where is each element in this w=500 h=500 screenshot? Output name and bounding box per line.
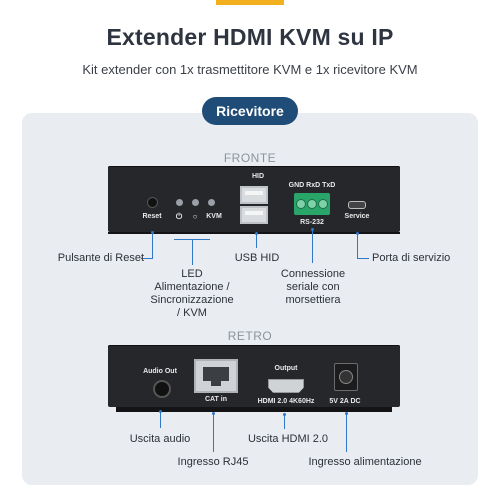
usb-callout: USB HID	[234, 252, 280, 264]
back-device-base	[116, 407, 392, 412]
leader-line	[357, 258, 369, 259]
hdmi-callout: Uscita HDMI 2.0	[247, 433, 329, 445]
power-symbol-icon: ⏻	[175, 212, 183, 221]
led-callout: LED Alimentazione / Sincronizzazione / K…	[150, 268, 234, 319]
rj45-tab	[211, 381, 221, 386]
hdmi-port	[268, 379, 304, 393]
rj45-opening	[203, 367, 229, 381]
leader-line	[357, 234, 358, 258]
serial-callout: Connessione seriale con morsettiera	[280, 268, 346, 306]
leader-dot	[311, 228, 314, 231]
sync-led-icon	[192, 199, 199, 206]
screw-icon	[296, 199, 306, 209]
leader-line	[346, 414, 347, 452]
power-led-icon	[176, 199, 183, 206]
hid-label: HID	[251, 173, 265, 180]
leader-dot	[151, 231, 154, 234]
page-title: Extender HDMI KVM su IP	[106, 24, 394, 50]
micro-usb-port	[348, 201, 366, 209]
leader-dot	[159, 410, 162, 413]
leader-line	[312, 230, 313, 263]
receiver-badge: Ricevitore	[202, 97, 298, 125]
audio-jack-icon	[153, 380, 171, 398]
reset-button-icon	[147, 197, 158, 208]
service-label: Service	[344, 213, 370, 220]
terminal-pin-labels: GND RxD TxD	[288, 182, 336, 189]
power-callout: Ingresso alimentazione	[308, 456, 422, 468]
terminal-block	[294, 193, 330, 215]
leader-dot	[212, 412, 215, 415]
output-label: Output	[274, 365, 298, 372]
leader-dot	[345, 412, 348, 415]
rs232-label: RS-232	[300, 219, 324, 226]
rj45-port	[194, 359, 238, 393]
power-spec-label: 5V 2A DC	[329, 398, 361, 405]
back-device-body: Audio Out CAT in Output HDMI 2.0 4K60Hz …	[108, 345, 400, 407]
kvm-led-icon	[208, 199, 215, 206]
reset-label: Reset	[142, 213, 162, 220]
usb-port-top	[240, 186, 268, 204]
service-callout: Porta di servizio	[372, 252, 451, 264]
accent-bar	[216, 0, 284, 5]
hdmi-spec-label: HDMI 2.0 4K60Hz	[257, 398, 315, 405]
dc-power-jack	[334, 363, 358, 391]
leader-line	[152, 233, 153, 258]
kvm-label: KVM	[206, 213, 222, 220]
leader-line	[160, 412, 161, 428]
leader-dot	[356, 232, 359, 235]
leader-line	[213, 414, 214, 452]
leader-line	[141, 258, 153, 259]
front-device-body: HID Reset ⏻ ○ KVM GND RxD TxD RS-232 Ser…	[108, 166, 400, 232]
front-device-base	[108, 232, 400, 234]
sync-symbol-icon: ○	[192, 212, 198, 221]
page-subtitle: Kit extender con 1x trasmettitore KVM e …	[82, 62, 418, 77]
audio-callout: Uscita audio	[129, 433, 191, 445]
audio-out-label: Audio Out	[143, 368, 177, 375]
rj45-callout: Ingresso RJ45	[177, 456, 249, 468]
leader-dot	[255, 232, 258, 235]
leader-line	[284, 415, 285, 429]
screw-icon	[318, 199, 328, 209]
usb-port-bottom	[240, 206, 268, 224]
screw-icon	[307, 199, 317, 209]
back-section-label: RETRO	[227, 329, 273, 343]
front-section-label: FRONTE	[223, 151, 277, 165]
leader-line	[192, 239, 193, 265]
leader-dot	[283, 413, 286, 416]
cat-in-label: CAT in	[204, 396, 228, 403]
leader-line	[256, 234, 257, 248]
reset-callout: Pulsante di Reset	[57, 252, 144, 264]
